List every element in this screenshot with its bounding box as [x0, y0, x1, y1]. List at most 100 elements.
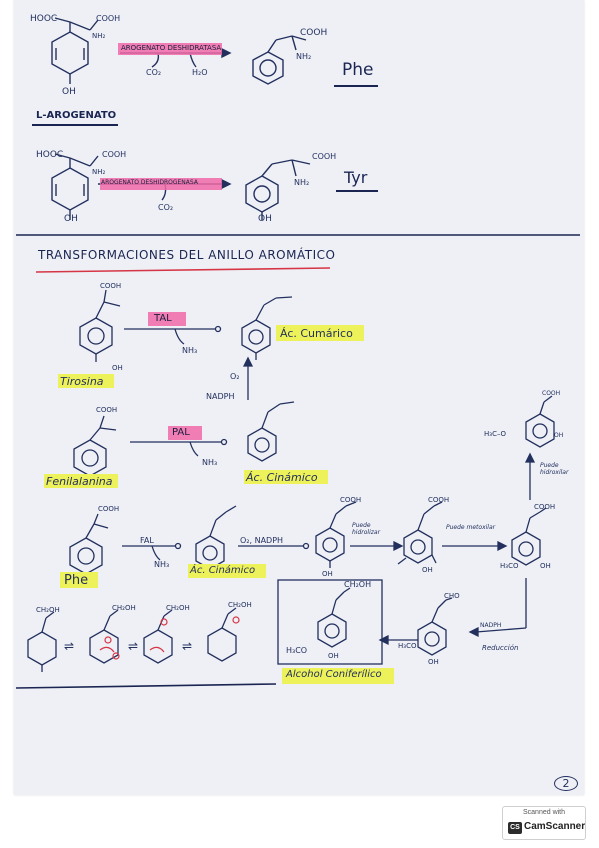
- nadph-2-label: NADPH: [480, 622, 502, 629]
- tyr-ring: [245, 175, 279, 213]
- highlight-enzyme-2: [100, 178, 222, 190]
- ring4-cooh: COOH: [428, 496, 450, 504]
- resonance-ring-2: [89, 629, 119, 664]
- tyr-cooh-label: COOH: [312, 152, 337, 161]
- product-phe: Phe: [342, 60, 374, 80]
- co2-label-1: CO₂: [146, 68, 162, 77]
- cho-label: CHO: [444, 592, 460, 600]
- nh3-c-label: NH₃: [154, 560, 170, 569]
- nh3-a-label: NH₃: [182, 346, 198, 355]
- res2-ch2oh: CH₂OH: [112, 604, 136, 612]
- cinamico-ring-1: [247, 427, 277, 462]
- phe-cooh-2: COOH: [98, 505, 120, 513]
- o2-label: O₂: [230, 372, 240, 381]
- pal-label: PAL: [172, 427, 190, 438]
- ring6-h3co: H₃C–O: [484, 430, 506, 438]
- ring5-oh: OH: [540, 562, 551, 570]
- notebook-page: [14, 0, 584, 795]
- puede-hidrolizar-label: Puede hidrolizar: [352, 522, 381, 536]
- phe-label-2: Phe: [64, 573, 89, 588]
- svg-text:⇌: ⇌: [128, 639, 138, 653]
- res4-ch2oh: CH₂OH: [228, 601, 252, 609]
- camscanner-badge: Scanned with CS CamScanner: [502, 806, 586, 840]
- coniferyl-box: [277, 579, 383, 665]
- phe-ring-2: [69, 537, 103, 575]
- highlight-fenilalanina: [44, 474, 118, 488]
- highlight-cinamico-1: [244, 470, 328, 484]
- arogenate-ring-1: [51, 31, 89, 75]
- ring5-h3co: H₃CO: [500, 562, 519, 570]
- ring4-oh: OH: [422, 566, 433, 574]
- highlight-coniferilico: [282, 668, 394, 684]
- arogenato-title: L-AROGENATO: [36, 110, 117, 121]
- coniferilico-label: Alcohol Coniferílico: [286, 669, 382, 680]
- fenilalanina-ring: [73, 439, 107, 477]
- ch2oh-label: CH₂OH: [344, 580, 372, 589]
- tirosina-ring: [79, 317, 113, 355]
- highlight-tirosina: [58, 374, 114, 388]
- tirosina-label: Tirosina: [60, 375, 104, 388]
- box-oh: OH: [328, 652, 339, 660]
- scanner-line2: CamScanner: [524, 821, 586, 832]
- reduccion-label: Reducción: [482, 644, 519, 652]
- o2-nadph-label: O₂, NADPH: [240, 536, 284, 545]
- ring3-cooh: COOH: [340, 496, 362, 504]
- hooc-label-2: HOOC: [36, 150, 64, 160]
- ring7-h3co: H₃CO: [398, 642, 417, 650]
- res3-ch2oh: CH₂OH: [166, 604, 190, 612]
- tirosina-oh: OH: [112, 364, 123, 372]
- co2-label-2: CO₂: [158, 203, 174, 212]
- ring7-oh: OH: [428, 658, 439, 666]
- ring6-cooh: COOH: [542, 390, 561, 397]
- camscanner-logo-icon: CS: [508, 822, 522, 834]
- resonance-ring-4: [207, 627, 237, 662]
- enzyme-label-2: AROGENATO DESHIDROGENASA: [101, 179, 198, 186]
- highlight-phe: [60, 572, 98, 588]
- cinamico-label-1: Ác. Cinámico: [246, 471, 318, 484]
- coniferaldehido-ring: [417, 621, 447, 656]
- fal-label: FAL: [140, 536, 154, 545]
- phe-ring-1: [252, 51, 284, 85]
- fenilalanina-cooh: COOH: [96, 406, 118, 414]
- scanner-line1: Scanned with: [522, 809, 566, 816]
- oh-label-2: OH: [64, 214, 78, 224]
- phe-underline: [334, 85, 378, 87]
- ring5-cooh: COOH: [534, 503, 556, 511]
- highlight-cumarico: [276, 325, 364, 341]
- puede-hidroxilar-label: Puede hidroxilar: [540, 462, 569, 476]
- nh2-label-2: NH₂: [92, 168, 106, 176]
- cumarico-ring: [241, 319, 271, 354]
- h2o-label-1: H₂O: [192, 68, 208, 77]
- page-number: 2: [554, 776, 578, 791]
- res1-ch2oh: CH₂OH: [36, 606, 60, 614]
- highlight-cinamico-2: [188, 564, 266, 578]
- highlight-tal: [148, 312, 186, 326]
- box-h3co: H₃CO: [286, 646, 308, 655]
- ring3-oh: OH: [322, 570, 333, 578]
- enzyme-label-1: AROGENATO DESHIDRATASA: [121, 44, 222, 52]
- fenilalanina-label: Fenilalanina: [46, 475, 113, 488]
- tyr-oh-label: OH: [258, 214, 272, 224]
- svg-text:⇌: ⇌: [182, 639, 192, 653]
- cumarico-label: Ác. Cumárico: [280, 327, 353, 340]
- cooh-label-2: COOH: [102, 150, 127, 159]
- oh-label-1: OH: [62, 87, 76, 97]
- highlight-pal: [168, 426, 202, 440]
- cumarico-ring-2: [315, 527, 345, 562]
- arogenate-ring-2: [51, 167, 89, 211]
- section-title: TRANSFORMACIONES DEL ANILLO AROMÁTICO: [38, 248, 336, 262]
- resonance-ring-1: [27, 631, 57, 666]
- tal-label: TAL: [154, 313, 172, 324]
- ferulico-ring: [511, 531, 541, 566]
- ring6-oh: OH: [554, 432, 564, 439]
- nh3-b-label: NH₃: [202, 458, 218, 467]
- hooc-label-1: HOOC: [30, 14, 58, 24]
- coniferilico-ring: [317, 613, 347, 648]
- nh2-label-1: NH₂: [92, 32, 106, 40]
- arogenato-underline: [32, 124, 118, 126]
- sinapico-ring: [525, 413, 555, 448]
- highlight-enzyme-1: [118, 43, 222, 55]
- phe-nh2-label: NH₂: [296, 52, 312, 61]
- phe-cooh-label: COOH: [300, 28, 328, 38]
